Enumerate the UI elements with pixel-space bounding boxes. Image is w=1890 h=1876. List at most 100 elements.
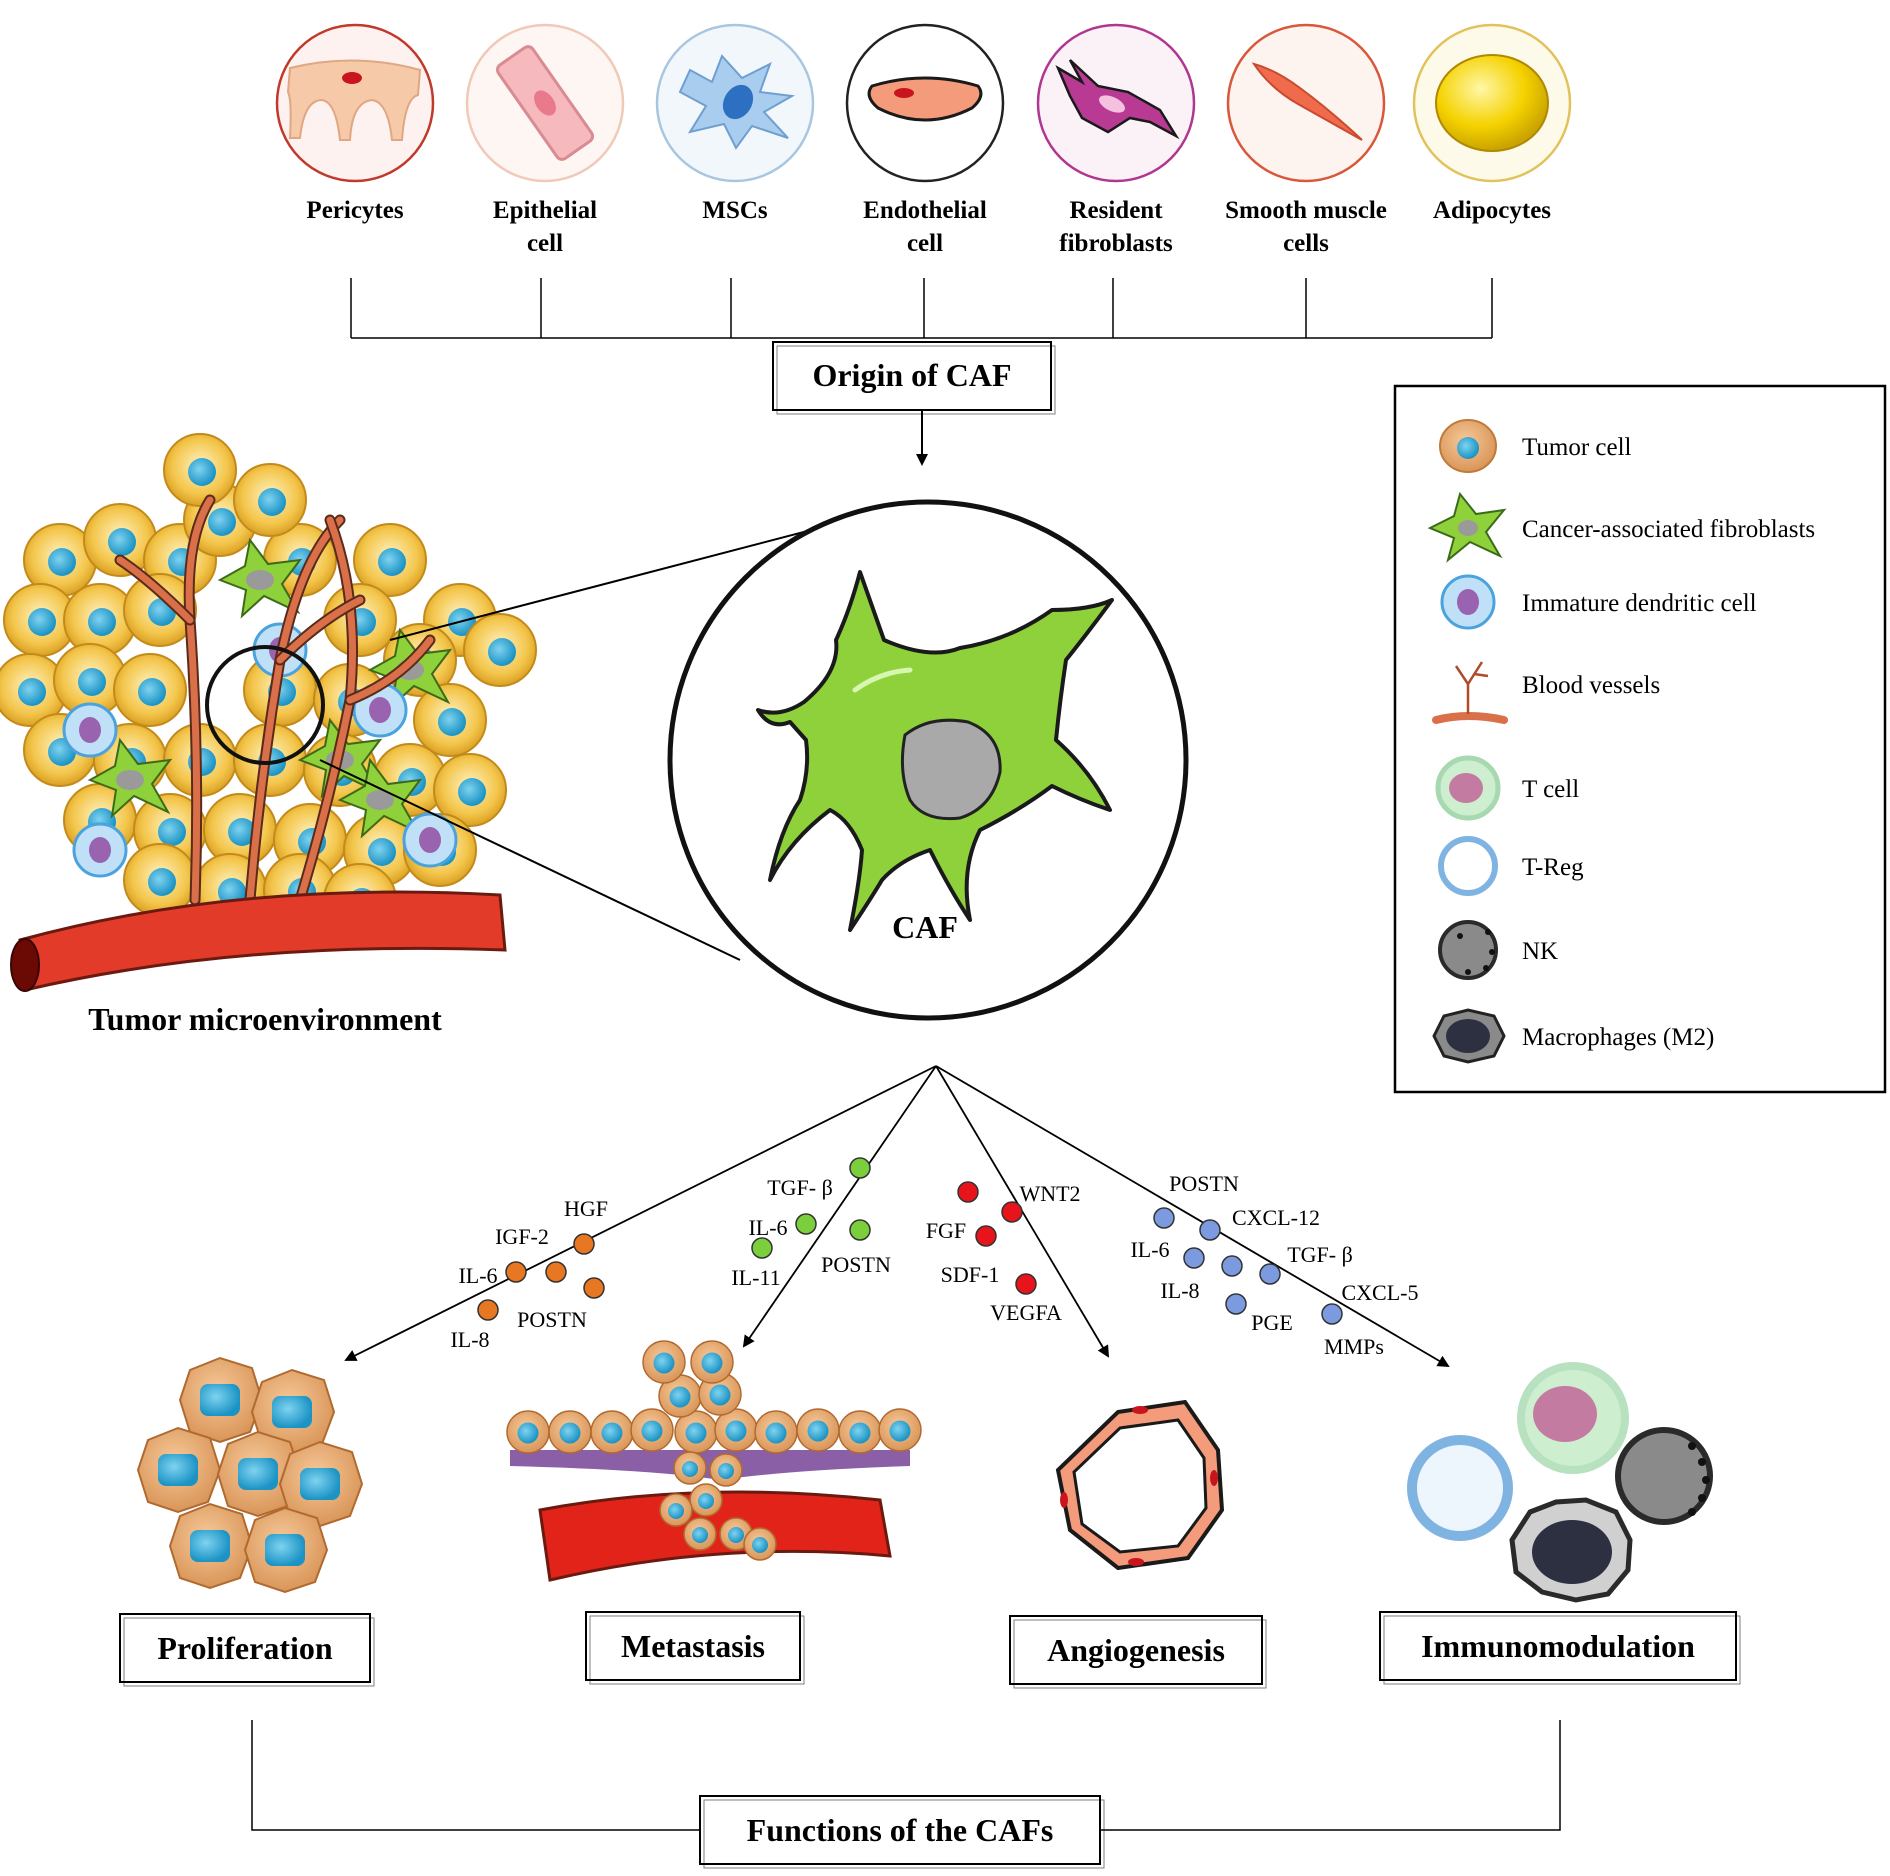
factor-dot <box>1001 1201 1023 1223</box>
dendritic-cell-icon <box>1440 574 1496 630</box>
blood-vessel-branch <box>185 496 214 904</box>
tumor-nucleus <box>48 548 76 576</box>
epithelial-cell-icon <box>495 45 595 161</box>
t-reg-cell <box>1407 1435 1513 1541</box>
endothelial-cell-icon <box>867 76 983 122</box>
tumor-nucleus <box>148 868 176 896</box>
nk-cell <box>1615 1427 1713 1525</box>
tumor-nucleus <box>78 668 106 696</box>
proliferation-illustration <box>136 1356 364 1594</box>
tumor-nucleus <box>378 548 406 576</box>
macrophage-icon <box>1432 1008 1506 1064</box>
factor-label: MMPs <box>1324 1334 1384 1359</box>
tumor-microenvironment-illustration <box>0 433 537 992</box>
tme-label: Tumor microenvironment <box>88 1001 442 1037</box>
factor-label: IL-6 <box>748 1215 787 1240</box>
tumor-nucleus <box>458 778 486 806</box>
factor-dot <box>545 1261 567 1283</box>
factor-label: POSTN <box>517 1307 587 1332</box>
t-reg-icon <box>1438 836 1498 896</box>
legend-frame <box>1393 384 1887 1094</box>
legend-label: Immature dendritic cell <box>1522 590 1757 617</box>
function-box-metastasis: Metastasis <box>585 1611 805 1685</box>
origin-label-pericytes: Pericytes <box>306 197 403 224</box>
function-boxes: Proliferation Metastasis Angiogenesis Immun… <box>119 1611 1741 1689</box>
factor-label: IL-6 <box>458 1263 497 1288</box>
blood-vessel-branch <box>346 636 434 704</box>
factor-dot <box>957 1181 979 1203</box>
tumor-nucleus <box>28 608 56 636</box>
factor-label: FGF <box>926 1218 966 1243</box>
origin-bracket <box>350 278 1493 339</box>
origin-label-line: fibroblasts <box>1059 230 1173 257</box>
blood-vessel-branch <box>116 556 194 624</box>
factor-label: HGF <box>564 1196 608 1221</box>
factor-dot <box>1321 1303 1343 1325</box>
origin-label-line: MSCs <box>702 197 768 224</box>
tumor-nucleus <box>208 508 236 536</box>
factor-dot <box>849 1219 871 1241</box>
factor-dot <box>751 1237 773 1259</box>
factor-dot <box>1225 1293 1247 1315</box>
tumor-nucleus <box>88 608 116 636</box>
angiogenesis-illustration <box>1055 1399 1225 1571</box>
legend-label: Blood vessels <box>1522 672 1660 699</box>
tumor-nucleus <box>138 678 166 706</box>
tumor-nucleus <box>488 638 516 666</box>
origin-label-line: Adipocytes <box>1433 197 1551 224</box>
immunomodulation-illustration <box>1407 1362 1713 1603</box>
caf-icon <box>1427 491 1507 563</box>
caf-zoom: CAF <box>667 499 1189 1021</box>
origin-label-line: Endothelial <box>863 197 987 224</box>
tumor-nucleus <box>18 678 46 706</box>
function-title: Proliferation <box>157 1630 333 1666</box>
factor-label: TGF- β <box>767 1175 833 1200</box>
metastasis-illustration <box>506 1340 922 1582</box>
origin-mscs: MSCs <box>655 23 815 224</box>
origin-adipocytes: Adipocytes <box>1412 23 1572 224</box>
adipocyte-icon <box>1435 54 1549 152</box>
factor-dot <box>849 1157 871 1179</box>
factor-label: SDF-1 <box>941 1262 1000 1287</box>
function-box-angiogenesis: Angiogenesis <box>1009 1615 1267 1689</box>
pericytes-icon <box>286 59 422 141</box>
zoom-source-circle <box>205 645 325 765</box>
tme-blood-vessel <box>18 890 507 992</box>
origin-label-line: cell <box>527 230 563 257</box>
tumor-nucleus <box>258 488 286 516</box>
legend-label: Macrophages (M2) <box>1522 1024 1714 1051</box>
origin-label-line: cell <box>907 230 943 257</box>
t-cell-icon <box>1435 755 1501 821</box>
factor-label: POSTN <box>1169 1171 1239 1196</box>
functions-of-cafs-title: Functions of the CAFs <box>747 1812 1054 1848</box>
origin-label-mscs: MSCs <box>702 197 768 224</box>
tumor-nucleus <box>368 838 396 866</box>
factor-dot <box>1015 1273 1037 1295</box>
origin-label-line: Pericytes <box>306 197 403 224</box>
factor-dot <box>1183 1247 1205 1269</box>
factor-label: IL-11 <box>731 1265 780 1290</box>
tumor-nucleus <box>158 818 186 846</box>
fibroblast-icon <box>1055 59 1180 140</box>
tumor-nucleus <box>188 458 216 486</box>
factor-label: IL-6 <box>1130 1237 1169 1262</box>
factor-dot <box>795 1213 817 1235</box>
factor-label: VEGFA <box>990 1300 1062 1325</box>
factor-dot <box>477 1299 499 1321</box>
origin-pericytes: Pericytes <box>275 23 435 224</box>
legend-label: Tumor cell <box>1522 434 1632 461</box>
factor-dot <box>1199 1219 1221 1241</box>
legend-label: T cell <box>1522 776 1579 803</box>
tumor-nucleus <box>438 708 466 736</box>
function-box-immunomodulation: Immunomodulation <box>1379 1611 1741 1685</box>
